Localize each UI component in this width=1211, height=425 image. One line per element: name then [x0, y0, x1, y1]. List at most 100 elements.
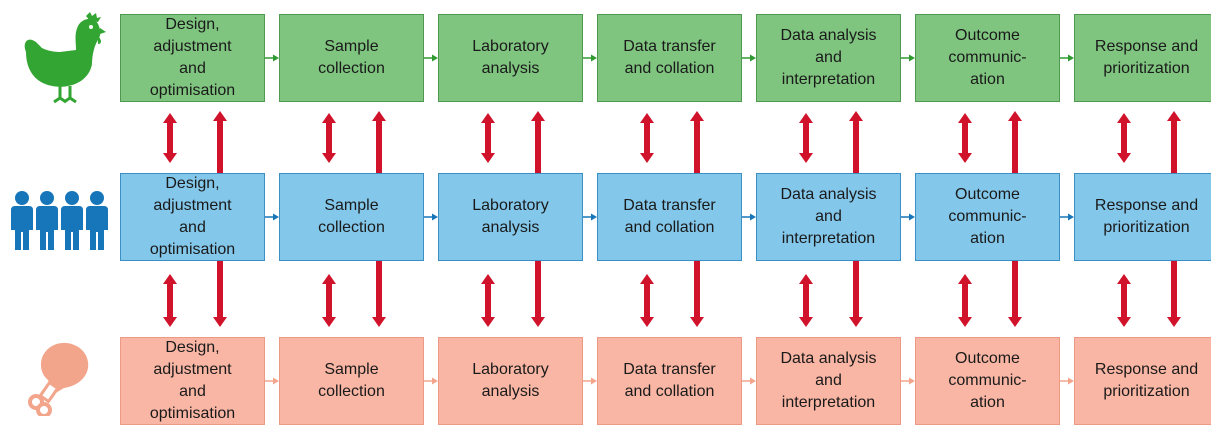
step-box: Response and prioritization — [1074, 14, 1211, 102]
flow-arrow-head — [1068, 213, 1074, 221]
person-head — [65, 191, 79, 205]
step-label: Outcome communic- ation — [948, 186, 1027, 247]
double-arrow-head-up — [640, 274, 654, 284]
chicken-beak — [100, 28, 106, 34]
flow-arrow-head — [750, 377, 756, 385]
flow-arrow-head — [591, 213, 597, 221]
single-arrow-head — [1008, 317, 1022, 327]
flow-arrow-head — [432, 213, 438, 221]
double-arrow-head-up — [322, 274, 336, 284]
double-arrow-head-up — [640, 113, 654, 123]
flow-arrow-head — [750, 54, 756, 62]
double-arrow-head-down — [640, 153, 654, 163]
person-body — [11, 206, 33, 250]
double-arrow-head-up — [958, 113, 972, 123]
single-arrow-head — [1167, 111, 1181, 121]
double-arrow-head-down — [640, 317, 654, 327]
step-box: Data transfer and collation — [597, 173, 742, 261]
double-arrow-head-down — [958, 153, 972, 163]
step-box: Laboratory analysis — [438, 173, 583, 261]
single-arrow-head — [531, 317, 545, 327]
single-arrow-head — [849, 111, 863, 121]
step-label: Outcome communic- ation — [948, 350, 1027, 411]
step-label: Data transfer and collation — [623, 197, 716, 236]
step-box: Design, adjustment and optimisation — [120, 337, 265, 425]
single-arrow-head — [372, 317, 386, 327]
step-box: Data analysis and interpretation — [756, 173, 901, 261]
double-arrow-head-up — [481, 113, 495, 123]
drumstick-meat — [40, 342, 89, 394]
flow-arrow-head — [1068, 377, 1074, 385]
single-arrow-head — [690, 111, 704, 121]
chicken-wattle — [98, 36, 101, 44]
flow-arrow-head — [432, 54, 438, 62]
person-body — [61, 206, 83, 250]
step-label: Data analysis and interpretation — [780, 186, 877, 247]
step-label: Design, adjustment and optimisation — [149, 175, 236, 258]
double-arrow-head-up — [799, 113, 813, 123]
double-arrow-head-down — [799, 153, 813, 163]
person-body — [86, 206, 108, 250]
double-arrow-head-down — [1117, 317, 1131, 327]
step-box: Response and prioritization — [1074, 337, 1211, 425]
double-arrow-head-down — [1117, 153, 1131, 163]
step-box: Data transfer and collation — [597, 337, 742, 425]
double-arrow-head-down — [799, 317, 813, 327]
people-icon — [11, 191, 108, 250]
step-box: Outcome communic- ation — [915, 14, 1060, 102]
step-label: Data transfer and collation — [623, 361, 716, 400]
chicken-eye — [89, 25, 93, 29]
step-box: Data analysis and interpretation — [756, 14, 901, 102]
double-arrow-head-up — [799, 274, 813, 284]
step-box: Outcome communic- ation — [915, 173, 1060, 261]
chicken-leg-left — [53, 86, 67, 104]
step-box: Sample collection — [279, 337, 424, 425]
flow-arrow-head — [909, 377, 915, 385]
person-body — [36, 206, 58, 250]
flow-arrow-head — [909, 213, 915, 221]
chicken-comb — [86, 12, 101, 22]
step-label: Sample collection — [318, 361, 385, 400]
single-arrow-head — [690, 317, 704, 327]
double-arrow-head-up — [322, 113, 336, 123]
step-box: Data analysis and interpretation — [756, 337, 901, 425]
single-arrow-head — [1167, 317, 1181, 327]
step-box: Sample collection — [279, 14, 424, 102]
double-arrow-head-down — [481, 317, 495, 327]
chicken-icon — [24, 12, 106, 104]
double-arrow-head-down — [958, 317, 972, 327]
step-label: Design, adjustment and optimisation — [149, 16, 236, 99]
single-arrow-head — [1008, 111, 1022, 121]
chicken-leg-right — [63, 86, 77, 104]
step-label: Response and prioritization — [1094, 38, 1199, 77]
person-head — [90, 191, 104, 205]
step-box: Data transfer and collation — [597, 14, 742, 102]
step-label: Sample collection — [318, 38, 385, 77]
step-label: Response and prioritization — [1094, 361, 1199, 400]
step-label: Data transfer and collation — [623, 38, 716, 77]
drumstick-bone — [38, 380, 60, 404]
step-box: Design, adjustment and optimisation — [120, 14, 265, 102]
double-arrow-head-up — [958, 274, 972, 284]
flow-arrow-head — [1068, 54, 1074, 62]
double-arrow-head-down — [163, 153, 177, 163]
double-arrow-head-up — [163, 113, 177, 123]
double-arrow-head-up — [163, 274, 177, 284]
double-arrow-head-up — [1117, 274, 1131, 284]
step-box: Laboratory analysis — [438, 14, 583, 102]
step-box: Outcome communic- ation — [915, 337, 1060, 425]
step-label: Data analysis and interpretation — [780, 350, 877, 411]
person-head — [15, 191, 29, 205]
flow-arrow-head — [591, 377, 597, 385]
step-label: Laboratory analysis — [472, 197, 549, 236]
double-arrow-head-down — [322, 153, 336, 163]
single-arrow-head — [213, 317, 227, 327]
flow-arrow-head — [273, 377, 279, 385]
step-label: Outcome communic- ation — [948, 27, 1027, 88]
double-arrow-head-up — [481, 274, 495, 284]
double-arrow-head-down — [322, 317, 336, 327]
flow-arrow-head — [273, 213, 279, 221]
single-arrow-head — [849, 317, 863, 327]
single-arrow-head — [213, 111, 227, 121]
